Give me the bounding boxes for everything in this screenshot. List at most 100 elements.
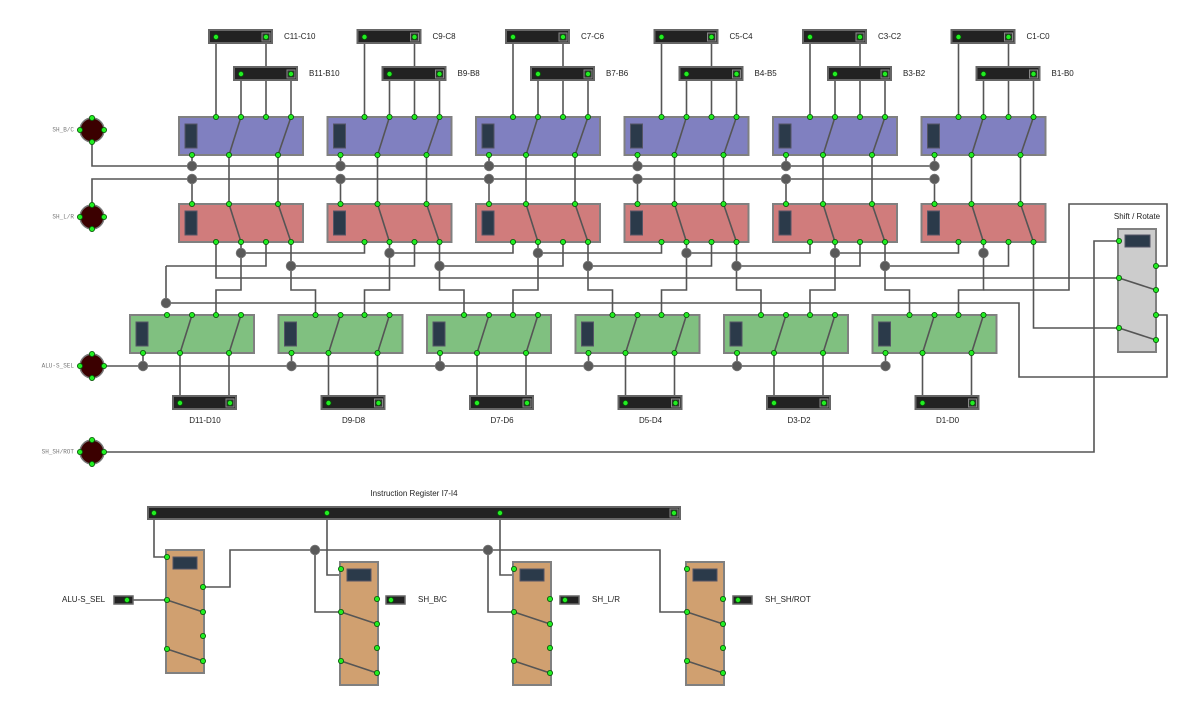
pin-icon[interactable] bbox=[585, 238, 592, 245]
pin-icon[interactable] bbox=[562, 597, 569, 604]
pin-icon[interactable] bbox=[771, 349, 778, 356]
wire[interactable] bbox=[885, 242, 1010, 267]
pin-icon[interactable] bbox=[585, 349, 592, 356]
pin-icon[interactable] bbox=[361, 311, 368, 318]
pin-icon[interactable] bbox=[436, 349, 443, 356]
pin-icon[interactable] bbox=[237, 114, 244, 121]
pin-icon[interactable] bbox=[262, 238, 269, 245]
pin-icon[interactable] bbox=[869, 151, 876, 158]
pin-icon[interactable] bbox=[139, 349, 146, 356]
pin-icon[interactable] bbox=[77, 213, 84, 220]
pin-icon[interactable] bbox=[1030, 114, 1037, 121]
pin-icon[interactable] bbox=[337, 311, 344, 318]
pin-icon[interactable] bbox=[163, 646, 170, 653]
pin-icon[interactable] bbox=[325, 399, 332, 406]
pin-icon[interactable] bbox=[509, 238, 516, 245]
pin-icon[interactable] bbox=[1153, 336, 1160, 343]
wire[interactable] bbox=[91, 142, 935, 167]
pin-icon[interactable] bbox=[176, 399, 183, 406]
pin-icon[interactable] bbox=[337, 200, 344, 207]
pin-icon[interactable] bbox=[783, 151, 790, 158]
relay-l-r[interactable] bbox=[772, 203, 898, 243]
pin-icon[interactable] bbox=[89, 460, 96, 467]
pin-icon[interactable] bbox=[337, 151, 344, 158]
pin-icon[interactable] bbox=[807, 311, 814, 318]
pin-icon[interactable] bbox=[485, 311, 492, 318]
pin-icon[interactable] bbox=[287, 71, 294, 78]
pin-icon[interactable] bbox=[547, 621, 554, 628]
wire[interactable] bbox=[166, 242, 267, 267]
pin-icon[interactable] bbox=[212, 311, 219, 318]
pin-icon[interactable] bbox=[337, 609, 344, 616]
pin-icon[interactable] bbox=[212, 34, 219, 41]
pin-icon[interactable] bbox=[386, 238, 393, 245]
pin-icon[interactable] bbox=[683, 238, 690, 245]
pin-icon[interactable] bbox=[387, 597, 394, 604]
pin-icon[interactable] bbox=[821, 399, 828, 406]
pin-icon[interactable] bbox=[1116, 324, 1123, 331]
pin-icon[interactable] bbox=[199, 633, 206, 640]
pin-icon[interactable] bbox=[832, 71, 839, 78]
relay-b-c[interactable] bbox=[178, 116, 304, 156]
pin-icon[interactable] bbox=[955, 34, 962, 41]
pin-icon[interactable] bbox=[955, 311, 962, 318]
pin-icon[interactable] bbox=[423, 200, 430, 207]
pin-icon[interactable] bbox=[560, 114, 567, 121]
pin-icon[interactable] bbox=[683, 114, 690, 121]
relay-b-c[interactable] bbox=[920, 116, 1047, 156]
pin-icon[interactable] bbox=[968, 349, 975, 356]
pin-icon[interactable] bbox=[374, 200, 381, 207]
pin-icon[interactable] bbox=[807, 238, 814, 245]
pin-icon[interactable] bbox=[124, 597, 131, 604]
pin-icon[interactable] bbox=[77, 127, 84, 134]
pin-icon[interactable] bbox=[672, 399, 679, 406]
pin-icon[interactable] bbox=[882, 114, 889, 121]
pin-icon[interactable] bbox=[1153, 286, 1160, 293]
pin-icon[interactable] bbox=[658, 238, 665, 245]
wire[interactable] bbox=[499, 513, 513, 576]
pin-icon[interactable] bbox=[523, 200, 530, 207]
pin-icon[interactable] bbox=[225, 200, 232, 207]
pin-icon[interactable] bbox=[199, 609, 206, 616]
wire[interactable] bbox=[91, 178, 935, 205]
relay-b-c[interactable] bbox=[326, 116, 453, 156]
pin-icon[interactable] bbox=[919, 349, 926, 356]
pin-icon[interactable] bbox=[955, 114, 962, 121]
pin-icon[interactable] bbox=[89, 201, 96, 208]
pin-icon[interactable] bbox=[1017, 151, 1024, 158]
pin-icon[interactable] bbox=[411, 34, 418, 41]
decoder-relay[interactable] bbox=[339, 561, 379, 686]
pin-icon[interactable] bbox=[262, 114, 269, 121]
pin-icon[interactable] bbox=[857, 114, 864, 121]
pin-icon[interactable] bbox=[535, 238, 542, 245]
pin-icon[interactable] bbox=[931, 200, 938, 207]
pin-icon[interactable] bbox=[237, 71, 244, 78]
pin-icon[interactable] bbox=[1005, 34, 1012, 41]
pin-icon[interactable] bbox=[622, 349, 629, 356]
pin-icon[interactable] bbox=[733, 238, 740, 245]
pin-icon[interactable] bbox=[771, 399, 778, 406]
signal-sh-b-c-node[interactable] bbox=[79, 117, 105, 143]
pin-icon[interactable] bbox=[509, 114, 516, 121]
pin-icon[interactable] bbox=[323, 509, 330, 516]
pin-icon[interactable] bbox=[163, 554, 170, 561]
pin-icon[interactable] bbox=[361, 114, 368, 121]
pin-icon[interactable] bbox=[869, 200, 876, 207]
pin-icon[interactable] bbox=[524, 399, 531, 406]
pin-icon[interactable] bbox=[658, 114, 665, 121]
pin-icon[interactable] bbox=[560, 34, 567, 41]
pin-icon[interactable] bbox=[386, 311, 393, 318]
pin-icon[interactable] bbox=[832, 114, 839, 121]
pin-icon[interactable] bbox=[150, 509, 157, 516]
pin-icon[interactable] bbox=[684, 609, 691, 616]
pin-icon[interactable] bbox=[832, 238, 839, 245]
pin-icon[interactable] bbox=[287, 114, 294, 121]
pin-icon[interactable] bbox=[89, 115, 96, 122]
pin-icon[interactable] bbox=[969, 399, 976, 406]
pin-icon[interactable] bbox=[101, 127, 108, 134]
pin-icon[interactable] bbox=[1153, 262, 1160, 269]
wire[interactable] bbox=[538, 242, 663, 254]
pin-icon[interactable] bbox=[857, 238, 864, 245]
pin-icon[interactable] bbox=[968, 200, 975, 207]
pin-icon[interactable] bbox=[485, 200, 492, 207]
